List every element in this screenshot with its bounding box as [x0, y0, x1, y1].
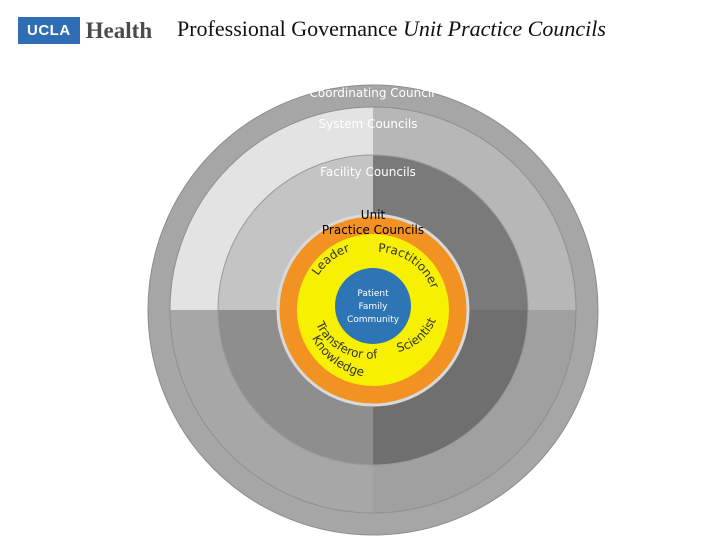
core-label-patient: Patient — [357, 289, 389, 299]
title-plain: Professional Governance — [177, 16, 404, 41]
logo-word: Health — [85, 18, 153, 43]
page-title: Professional Governance Unit Practice Co… — [177, 16, 606, 42]
unit-label-line1: Unit — [361, 208, 386, 222]
core-label-community: Community — [347, 315, 400, 325]
core-label-family: Family — [359, 302, 389, 312]
title-italic: Unit Practice Councils — [403, 16, 606, 41]
coordinating-label: Coordinating Council — [310, 86, 435, 100]
unit-label-line2: Practice Councils — [322, 223, 424, 237]
patient-core — [335, 268, 411, 344]
system-label: System Councils — [318, 117, 417, 131]
logo-box: UCLA — [18, 17, 80, 44]
facility-label: Facility Councils — [320, 165, 416, 179]
ucla-health-logo: UCLA Health — [18, 17, 152, 44]
